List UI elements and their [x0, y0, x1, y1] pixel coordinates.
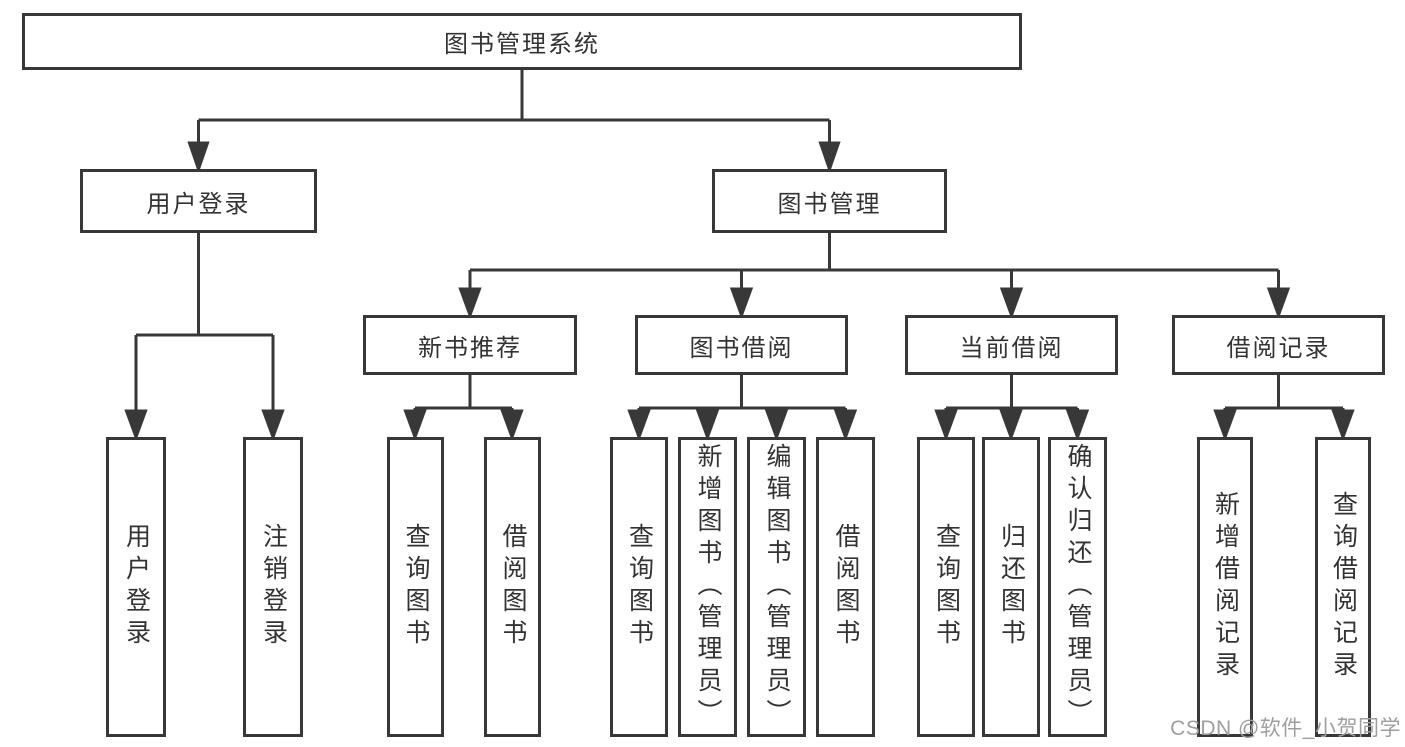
node-root-system: 图书管理系统: [22, 13, 1022, 70]
leaf-borrow-query-book-label: 查询图书: [625, 523, 654, 651]
node-borrow-records-label: 借阅记录: [1226, 334, 1331, 362]
leaf-current-query-book-label: 查询图书: [932, 523, 961, 651]
node-book-management: 图书管理: [712, 169, 947, 233]
leaf-current-return-book: 归还图书: [982, 437, 1040, 737]
leaf-current-confirm-return-admin: 确认归还（管理员）: [1048, 437, 1107, 737]
node-book-borrow: 图书借阅: [635, 315, 848, 375]
connector-user-login: [124, 233, 285, 442]
node-new-book-recommend: 新书推荐: [363, 315, 577, 375]
leaf-borrow-borrow-book-label: 借阅图书: [832, 523, 860, 651]
leaf-borrow-edit-book-admin: 编辑图书（管理员）: [747, 437, 806, 737]
leaf-newbook-query-book-label: 查询图书: [402, 523, 430, 651]
leaf-user-login: 用户登录: [106, 437, 166, 737]
connector-book-borrow: [627, 375, 858, 442]
leaf-current-confirm-return-admin-label: 确认归还（管理员）: [1064, 443, 1092, 731]
node-book-management-label: 图书管理: [777, 190, 882, 218]
connector-current-borrow: [934, 375, 1090, 442]
leaf-borrow-edit-book-admin-label: 编辑图书（管理员）: [763, 443, 791, 731]
leaf-records-add-record: 新增借阅记录: [1197, 437, 1253, 737]
leaf-newbook-borrow-book-label: 借阅图书: [499, 523, 527, 651]
node-current-borrow-label: 当前借阅: [959, 334, 1064, 362]
node-new-book-recommend-label: 新书推荐: [418, 334, 522, 362]
node-current-borrow: 当前借阅: [905, 315, 1118, 375]
leaf-current-query-book: 查询图书: [917, 437, 975, 737]
connector-root: [187, 70, 841, 174]
leaf-records-query-record-label: 查询借阅记录: [1329, 491, 1358, 683]
leaf-user-login-label: 用户登录: [122, 523, 151, 651]
node-book-borrow-label: 图书借阅: [689, 334, 794, 362]
leaf-records-add-record-label: 新增借阅记录: [1211, 491, 1240, 683]
leaf-newbook-borrow-book: 借阅图书: [484, 437, 541, 737]
leaf-borrow-add-book-admin-label: 新增图书（管理员）: [694, 443, 722, 731]
leaf-newbook-query-book: 查询图书: [387, 437, 444, 737]
node-borrow-records: 借阅记录: [1172, 315, 1385, 375]
node-user-login-label: 用户登录: [146, 190, 251, 218]
leaf-records-query-record: 查询借阅记录: [1315, 437, 1371, 737]
leaf-logout: 注销登录: [243, 437, 303, 737]
csdn-watermark: CSDN @软件_小贺同学: [1170, 717, 1401, 740]
connector-new-book-recommend: [403, 375, 524, 442]
node-user-login: 用户登录: [80, 169, 317, 233]
leaf-logout-label: 注销登录: [259, 523, 288, 651]
leaf-borrow-add-book-admin: 新增图书（管理员）: [678, 437, 737, 737]
leaf-borrow-borrow-book: 借阅图书: [816, 437, 875, 737]
leaf-current-return-book-label: 归还图书: [997, 523, 1026, 651]
connector-borrow-records: [1213, 375, 1355, 442]
node-root-label: 图书管理系统: [444, 31, 600, 58]
connector-book-management: [458, 233, 1291, 320]
leaf-borrow-query-book: 查询图书: [610, 437, 668, 737]
